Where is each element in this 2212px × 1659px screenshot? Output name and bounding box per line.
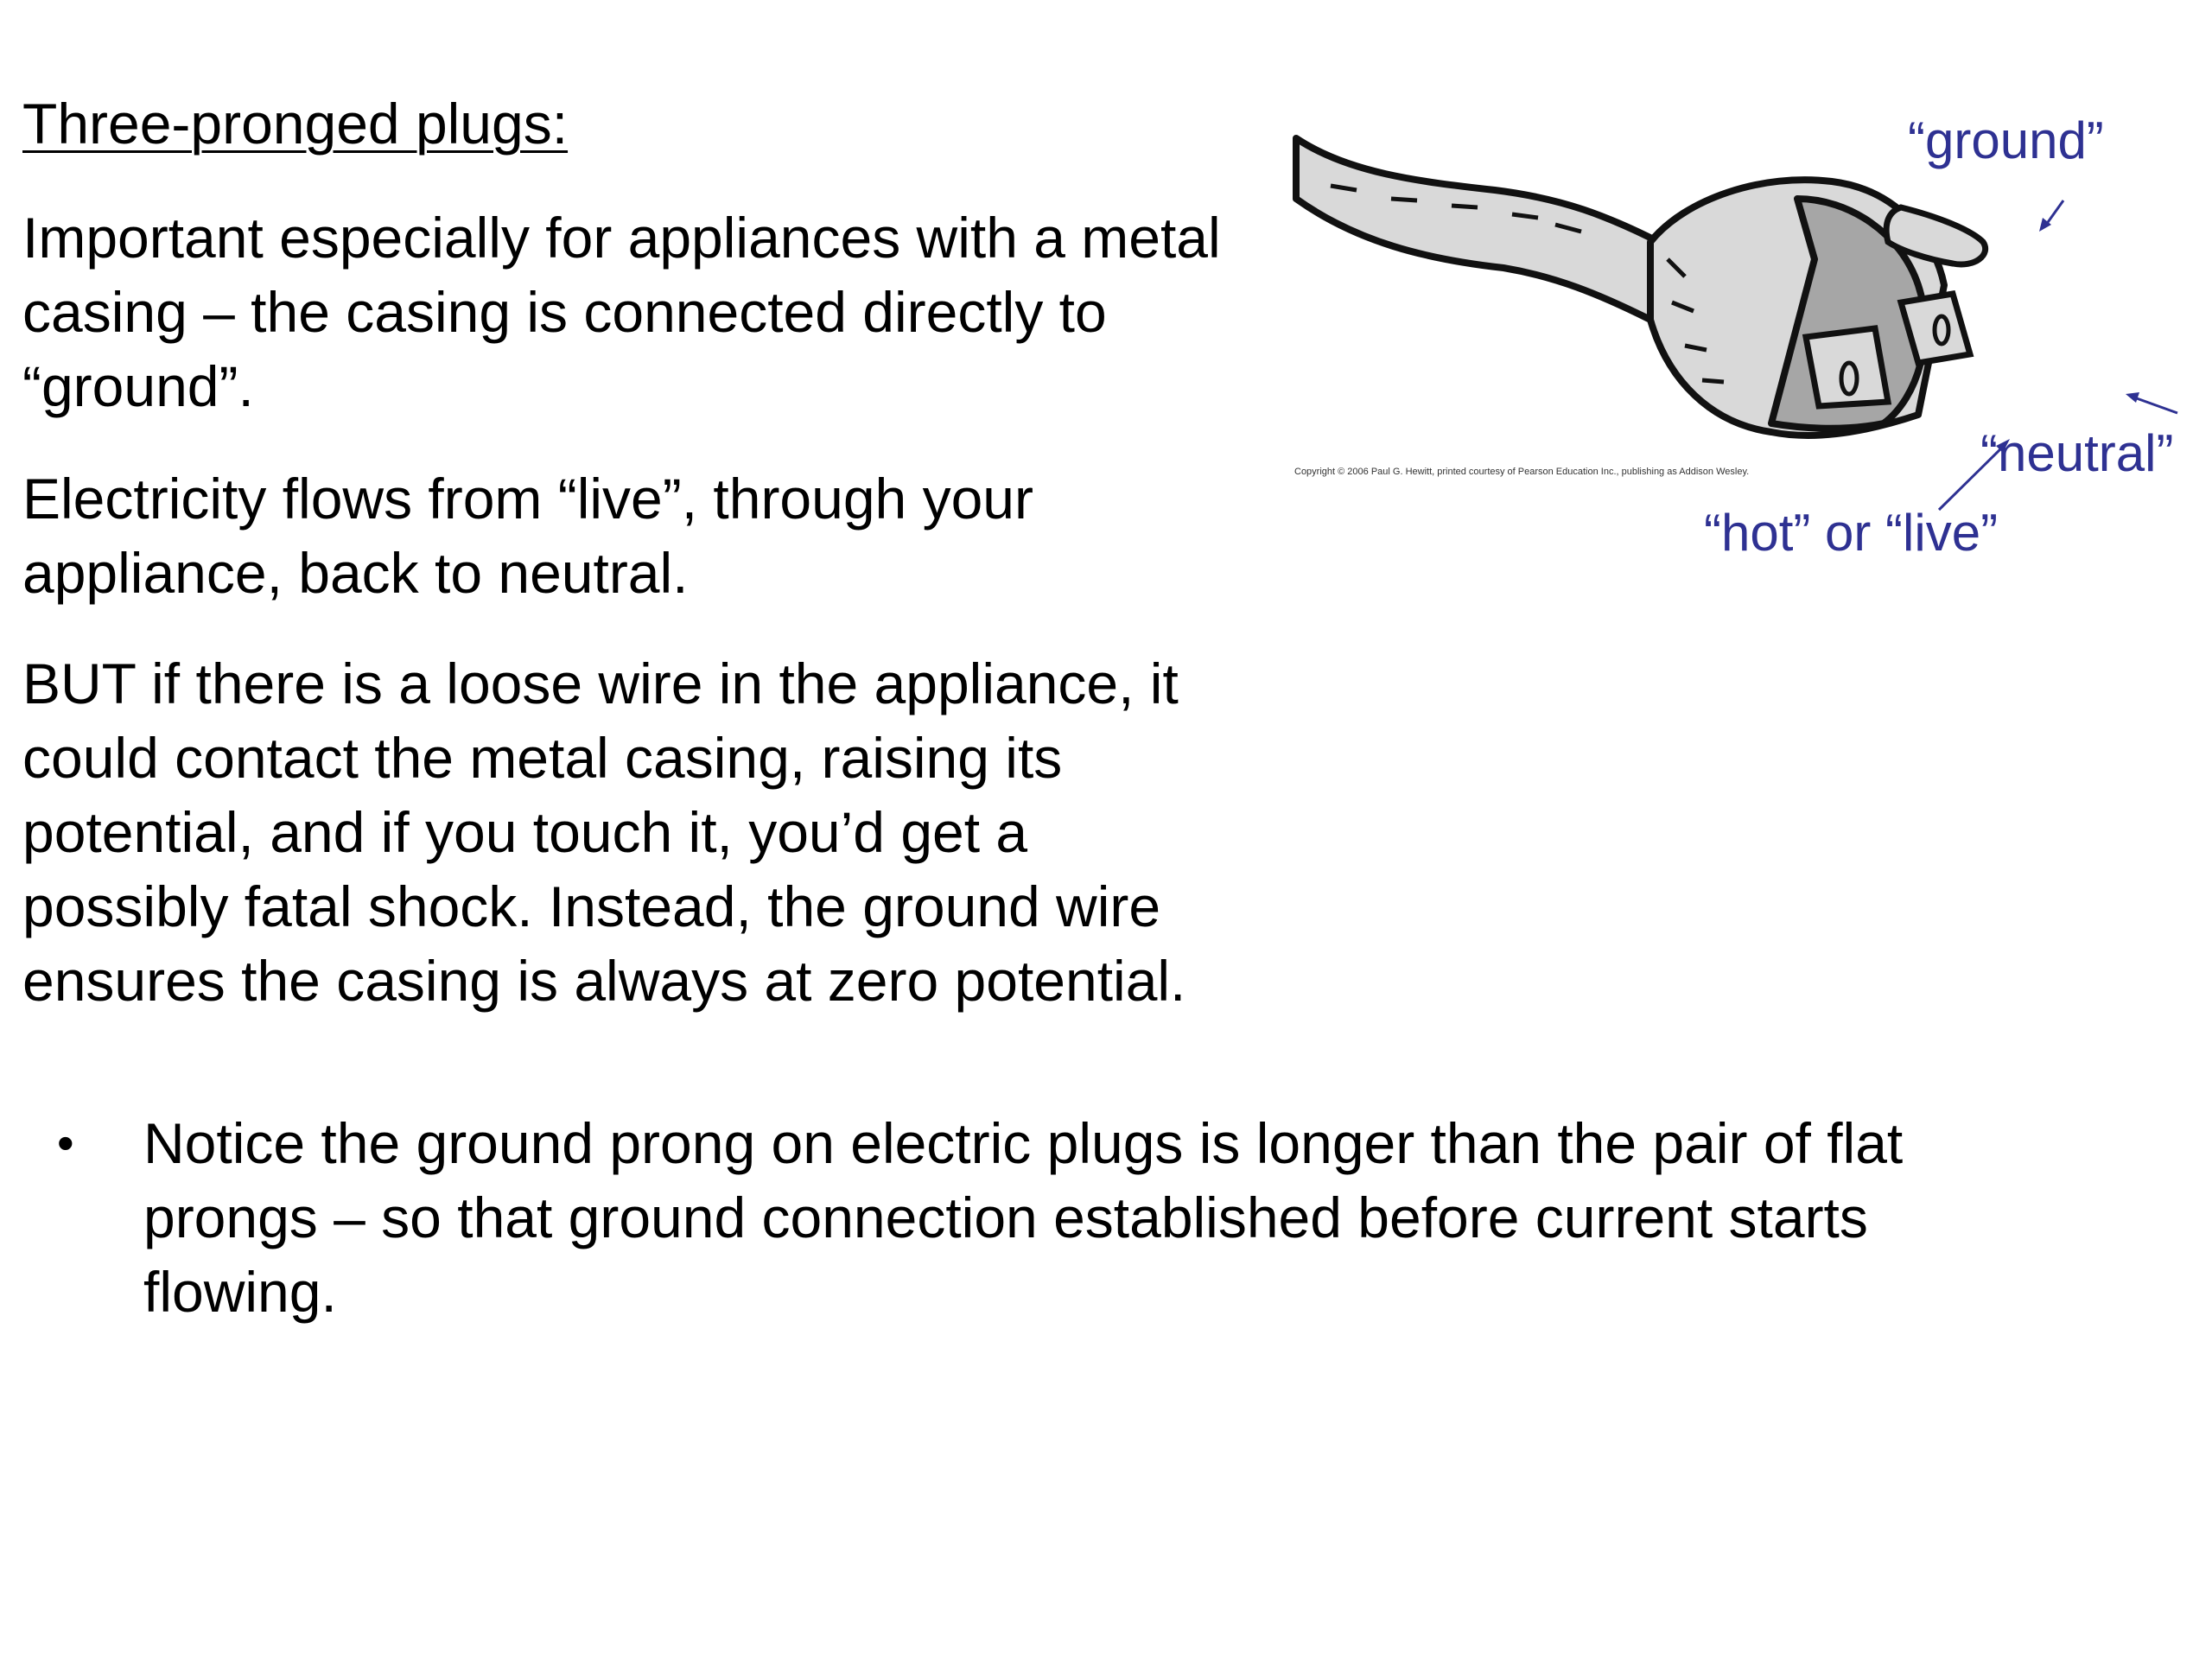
copyright-text: Copyright © 2006 Paul G. Hewitt, printed…	[1294, 467, 1750, 477]
slide-title: Three-pronged plugs:	[22, 92, 569, 156]
hot-arrow	[1937, 443, 2006, 512]
plug-cord	[1293, 135, 1662, 323]
bullet-line: flowing.	[143, 1260, 337, 1324]
paragraph-line: possibly fatal shock. Instead, the groun…	[22, 874, 1161, 938]
paragraph-line: appliance, back to neutral.	[22, 541, 689, 605]
bullet-line: prongs – so that ground connection estab…	[143, 1185, 1868, 1249]
paragraph-line: potential, and if you touch it, you’d ge…	[22, 800, 1028, 864]
paragraph-line: “ground”.	[22, 354, 254, 418]
bullet-text: Notice the ground prong on electric plug…	[143, 1106, 1903, 1329]
paragraph-line: casing – the casing is connected directl…	[22, 280, 1107, 344]
paragraph-line: Electricity flows from “live”, through y…	[22, 467, 1033, 531]
paragraph-electricity-flow: Electricity flows from “live”, through y…	[22, 461, 1033, 610]
paragraph-line: BUT if there is a loose wire in the appl…	[22, 652, 1179, 715]
paragraph-loose-wire: BUT if there is a loose wire in the appl…	[22, 646, 1185, 1018]
ground-prong	[1883, 204, 1988, 268]
neutral-arrow	[2133, 396, 2178, 415]
paragraph-line: Important especially for appliances with…	[22, 206, 1221, 270]
paragraph-line: ensures the casing is always at zero pot…	[22, 949, 1186, 1013]
plug-illustration	[1293, 135, 2178, 512]
bullet-line: Notice the ground prong on electric plug…	[143, 1111, 1904, 1175]
paragraph-line: could contact the metal casing, raising …	[22, 726, 1063, 790]
hot-prong	[1802, 325, 1892, 410]
neutral-label: “neutral”	[1980, 424, 2174, 482]
three-prong-plug-figure: “ground” “neutral” “hot” or “live” Copyr…	[1279, 104, 2212, 588]
paragraph-metal-casing: Important especially for appliances with…	[22, 200, 1221, 423]
hot-live-label: “hot” or “live”	[1704, 504, 1999, 562]
ground-arrow	[2044, 200, 2065, 226]
bullet-marker: •	[57, 1116, 74, 1170]
ground-label: “ground”	[1908, 111, 2104, 169]
